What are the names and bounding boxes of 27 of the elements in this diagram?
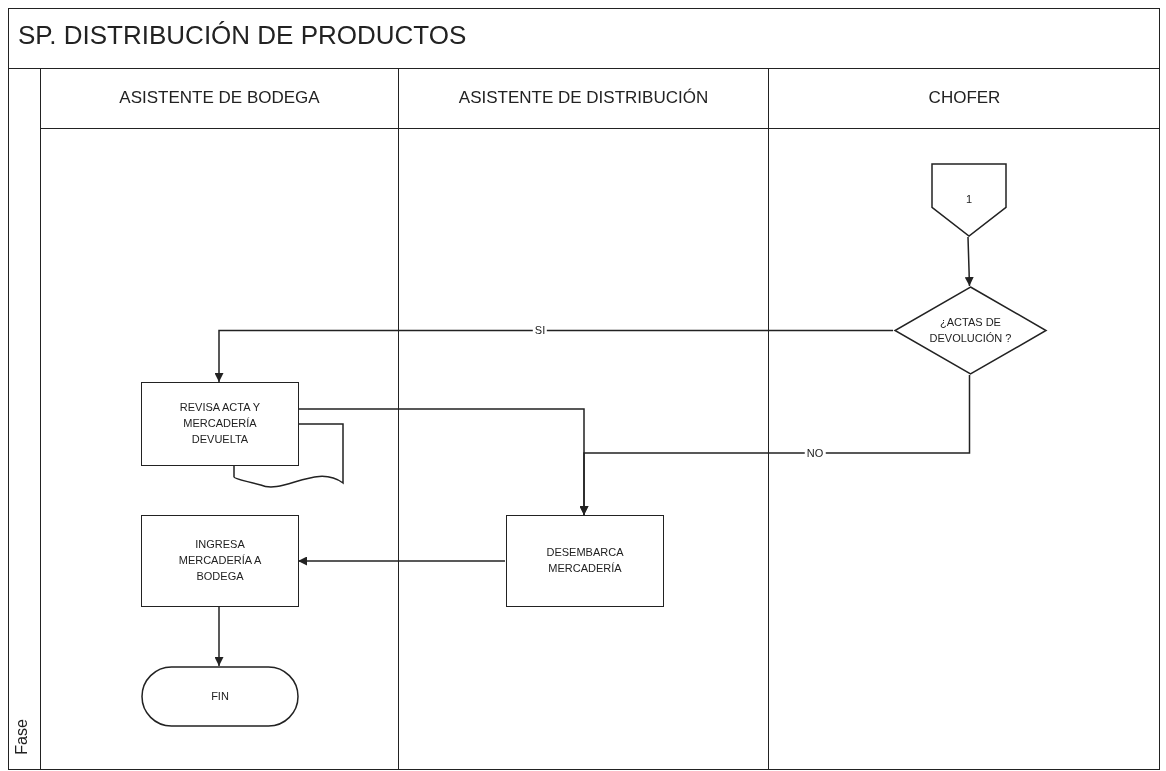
edge-label: SI [532, 324, 548, 336]
terminator [141, 666, 299, 727]
step-text: REVISA ACTA Y MERCADERÍA DEVUELTA [178, 400, 262, 447]
diagram-title: SP. DISTRIBUCIÓN DE PRODUCTOS [18, 20, 467, 51]
arrow [214, 606, 224, 667]
arrow [964, 236, 974, 287]
process-box [141, 515, 299, 607]
step-text: DESEMBARCA MERCADERÍA [545, 545, 625, 576]
arrow [214, 329, 894, 383]
arrow [297, 408, 589, 516]
lane-header: CHOFER [928, 88, 1001, 108]
step-text: 1 [964, 192, 974, 208]
phase-label: Fase [12, 719, 31, 755]
step-text: INGRESA MERCADERÍA A BODEGA [177, 537, 263, 584]
process-box [506, 515, 664, 607]
swimlane [768, 68, 1160, 770]
decision-text: ¿ACTAS DE DEVOLUCIÓN ? [928, 314, 1013, 346]
step-text: FIN [210, 688, 230, 704]
process-box [141, 382, 299, 466]
arrow [297, 556, 506, 566]
lane-header: ASISTENTE DE BODEGA [119, 88, 320, 108]
edge-label: NO [804, 447, 826, 459]
offpage-connector [931, 163, 1007, 237]
decision-diamond [894, 286, 1047, 375]
swimlane [40, 68, 398, 770]
lane-header: ASISTENTE DE DISTRIBUCIÓN [458, 88, 709, 108]
swimlane [398, 68, 768, 770]
